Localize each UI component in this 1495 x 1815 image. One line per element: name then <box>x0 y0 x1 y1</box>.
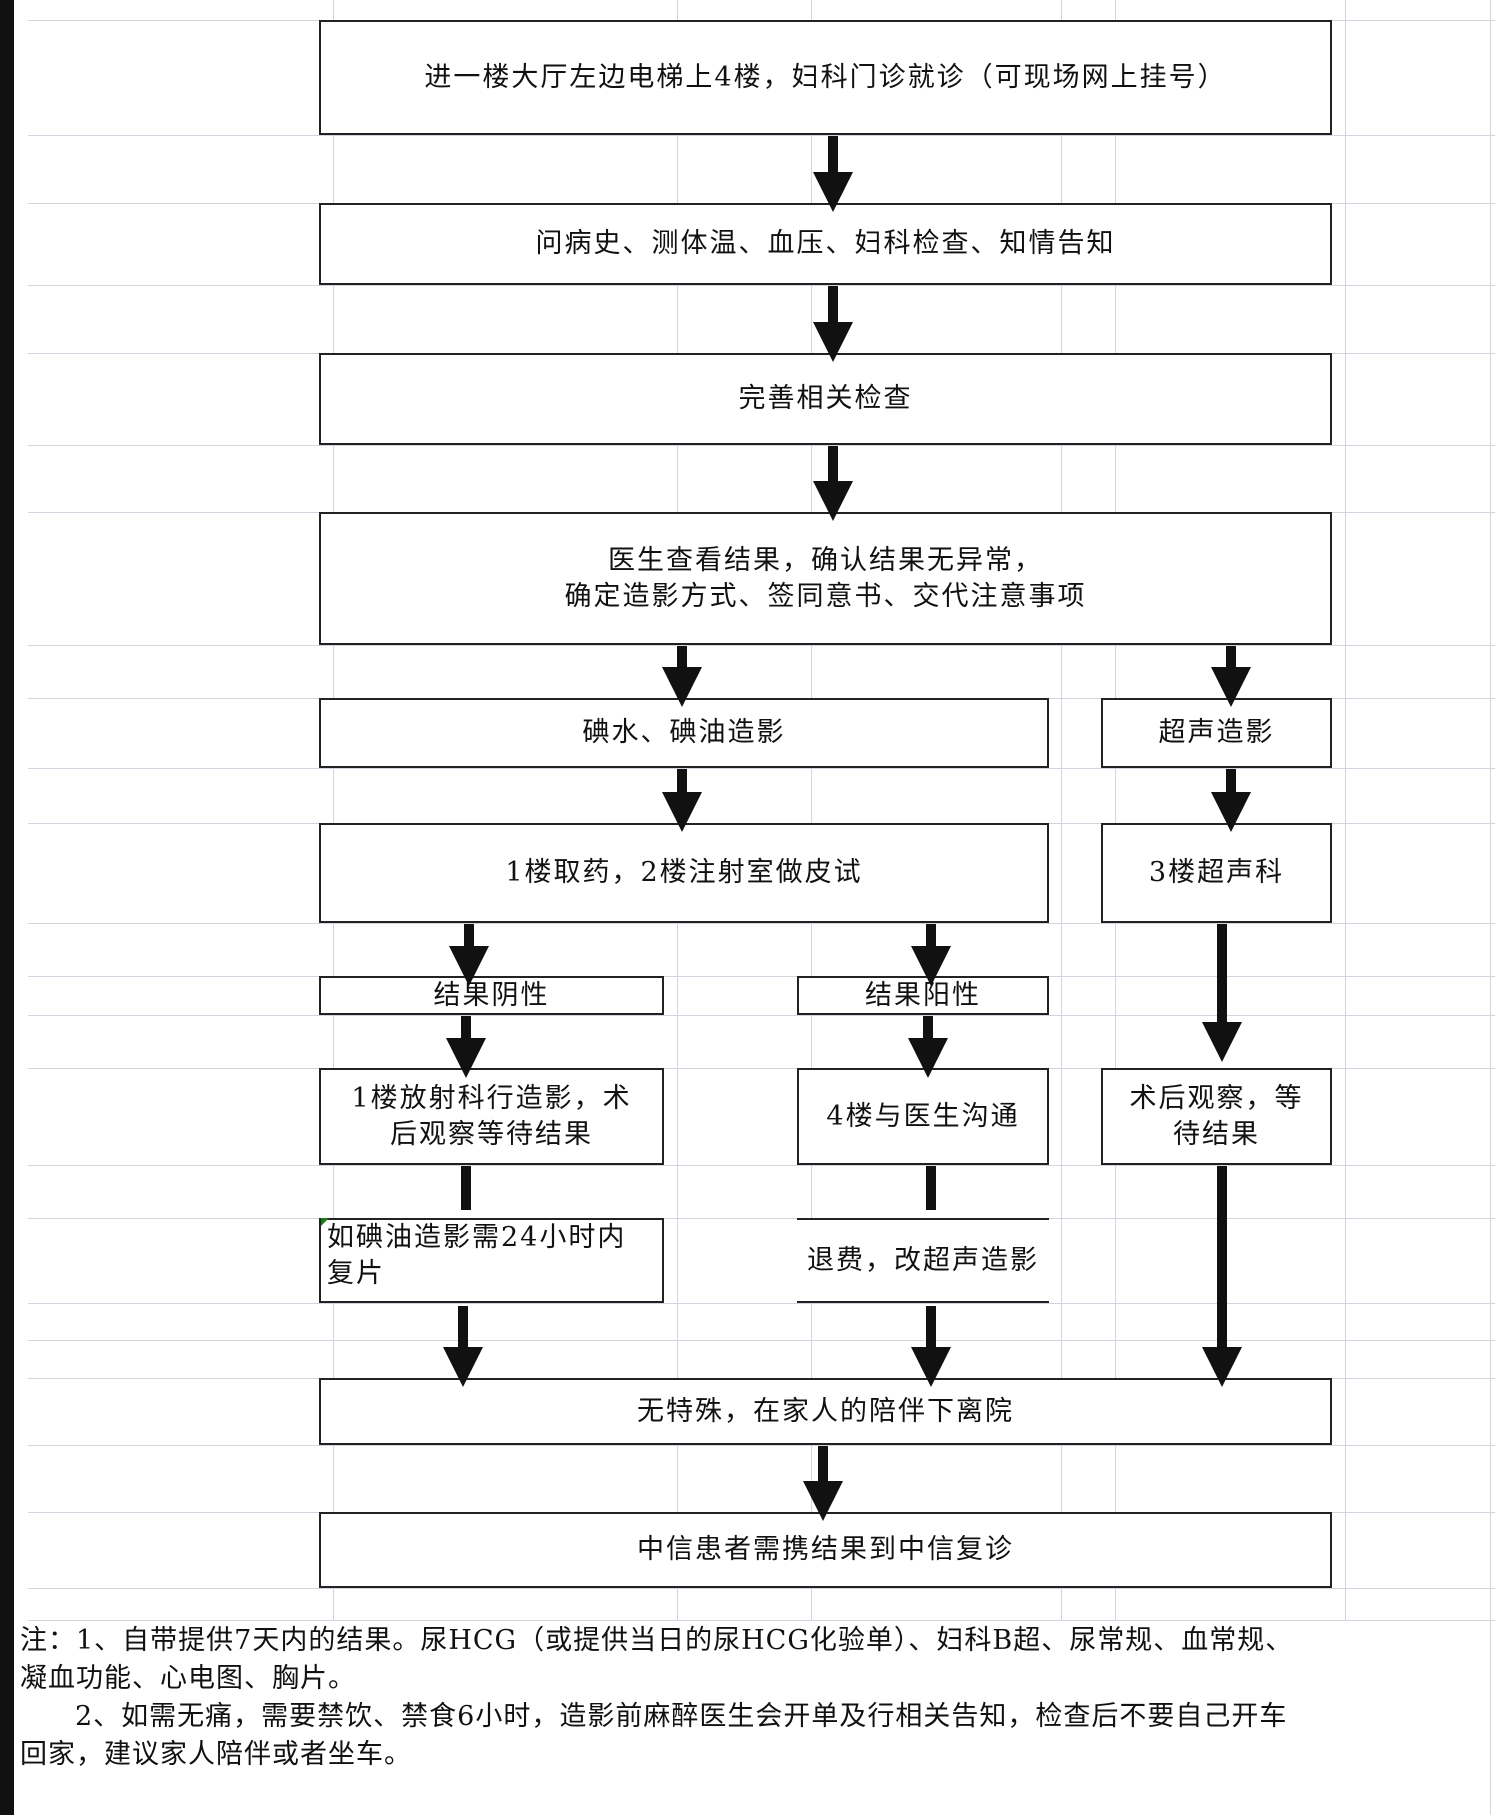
grid-line <box>1061 0 1062 1620</box>
step-history: 问病史、测体温、血压、妇科检查、知情告知 <box>319 203 1332 285</box>
grid-line <box>28 1303 1495 1304</box>
grid-line <box>28 1620 1495 1621</box>
grid-line <box>28 1340 1495 1341</box>
step-register-text: 进一楼大厅左边电梯上4楼，妇科门诊就诊（可现场网上挂号） <box>424 61 1227 93</box>
grid-line <box>333 0 334 1620</box>
note-line-4: 回家，建议家人陪伴或者坐车。 <box>20 1739 412 1770</box>
grid-line <box>811 0 812 1620</box>
grid-line <box>1345 0 1346 1620</box>
grid-line <box>28 1068 1495 1069</box>
grid-line <box>1490 0 1491 1815</box>
grid-line <box>28 285 1495 286</box>
step-register: 进一楼大厅左边电梯上4楼，妇科门诊就诊（可现场网上挂号） <box>319 20 1332 135</box>
step-post-observe-line2: 待结果 <box>1173 1118 1260 1150</box>
cell-comment-marker <box>321 1218 329 1226</box>
grid-line <box>28 135 1495 136</box>
grid-line <box>28 645 1495 646</box>
step-radiology: 1楼放射科行造影，术 后观察等待结果 <box>319 1068 664 1165</box>
step-doctor-review: 医生查看结果，确认结果无异常， 确定造影方式、签同意书、交代注意事项 <box>319 512 1332 645</box>
step-followup-text: 中信患者需携结果到中信复诊 <box>637 1534 1014 1565</box>
step-radiology-line1: 1楼放射科行造影，术 <box>351 1082 632 1114</box>
branch-ultrasound-text: 超声造影 <box>1158 717 1275 748</box>
branch-ultrasound: 超声造影 <box>1101 698 1332 768</box>
step-consult-doctor: 4楼与医生沟通 <box>797 1068 1049 1165</box>
step-consult-doctor-text: 4楼与医生沟通 <box>826 1100 1020 1132</box>
step-discharge: 无特殊，在家人的陪伴下离院 <box>319 1378 1332 1445</box>
step-tests-text: 完善相关检查 <box>738 383 913 414</box>
grid-line <box>28 1218 1495 1219</box>
note-reshoot-line1: 如碘油造影需24小时内 <box>327 1222 627 1253</box>
grid-line <box>28 1165 1495 1166</box>
step-skin-test-text: 1楼取药，2楼注射室做皮试 <box>505 857 863 888</box>
grid-line <box>28 976 1495 977</box>
result-negative: 结果阴性 <box>319 976 664 1015</box>
grid-line <box>28 768 1495 769</box>
step-refund: 退费，改超声造影 <box>797 1218 1049 1303</box>
note-line-3: 2、如需无痛，需要禁饮、禁食6小时，造影前麻醉医生会开单及行相关告知，检查后不要… <box>75 1701 1288 1732</box>
step-ultrasound-dept-text: 3楼超声科 <box>1148 857 1285 888</box>
note-reshoot-line2: 复片 <box>327 1258 385 1289</box>
note-line-2: 凝血功能、心电图、胸片。 <box>20 1663 356 1694</box>
step-post-observe: 术后观察，等 待结果 <box>1101 1068 1332 1165</box>
step-doctor-review-line2: 确定造影方式、签同意书、交代注意事项 <box>564 580 1087 612</box>
grid-line <box>28 1588 1495 1589</box>
result-positive: 结果阳性 <box>797 976 1049 1015</box>
step-skin-test: 1楼取药，2楼注射室做皮试 <box>319 823 1049 923</box>
grid-line <box>28 923 1495 924</box>
grid-line <box>28 445 1495 446</box>
notes-section: 注：1、自带提供7天内的结果。尿HCG（或提供当日的尿HCG化验单）、妇科B超、… <box>20 1622 1480 1774</box>
branch-iodine-text: 碘水、碘油造影 <box>582 717 786 748</box>
grid-line <box>28 1015 1495 1016</box>
step-tests: 完善相关检查 <box>319 353 1332 445</box>
note-reshoot: 如碘油造影需24小时内 复片 <box>319 1218 664 1303</box>
grid-line <box>1115 0 1116 1620</box>
step-radiology-line2: 后观察等待结果 <box>390 1118 593 1150</box>
grid-line <box>28 1445 1495 1446</box>
step-history-text: 问病史、测体温、血压、妇科检查、知情告知 <box>535 228 1116 259</box>
step-discharge-text: 无特殊，在家人的陪伴下离院 <box>637 1395 1014 1427</box>
step-doctor-review-line1: 医生查看结果，确认结果无异常， <box>608 544 1043 576</box>
note-line-1: 注：1、自带提供7天内的结果。尿HCG（或提供当日的尿HCG化验单）、妇科B超、… <box>20 1625 1294 1656</box>
step-post-observe-line1: 术后观察，等 <box>1129 1082 1304 1114</box>
step-refund-text: 退费，改超声造影 <box>807 1244 1039 1276</box>
